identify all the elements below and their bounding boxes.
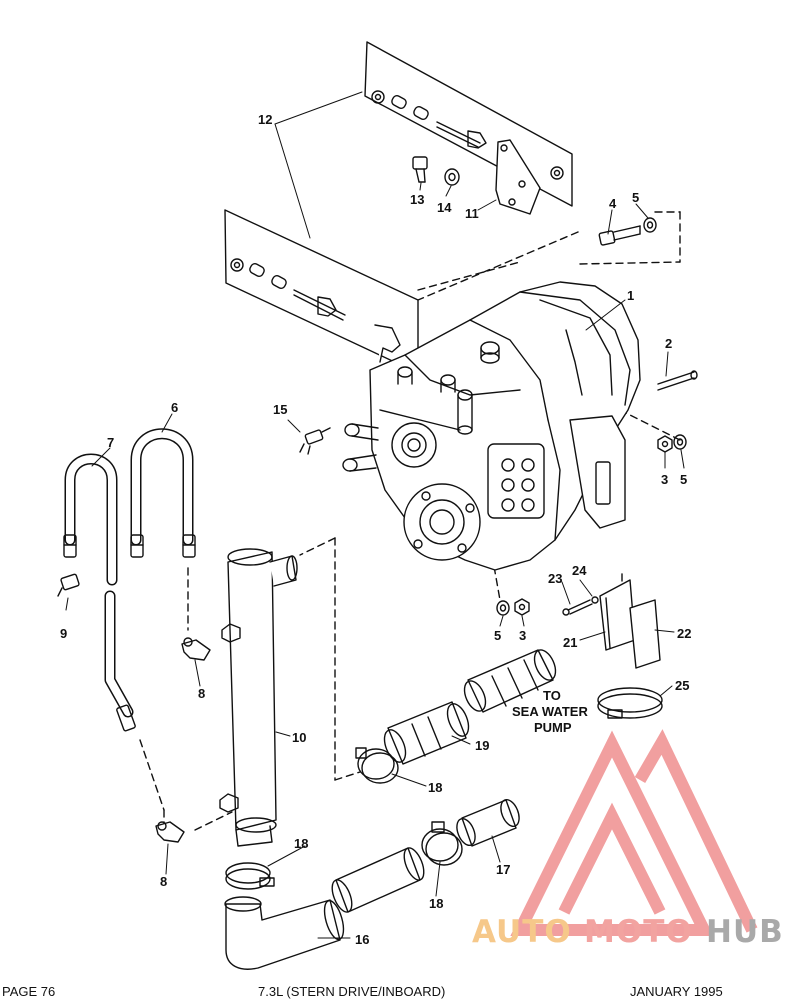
shield-icon	[599, 579, 636, 651]
port-icon	[391, 422, 437, 468]
fitting-icon	[480, 341, 500, 364]
sleeve-icon	[629, 599, 661, 669]
callout-16: 16	[355, 932, 369, 947]
elbow-fitting-icon	[155, 821, 185, 843]
callout-6: 6	[171, 400, 178, 415]
flange-icon	[403, 483, 481, 561]
lower-bracket-icon	[374, 324, 401, 363]
fitting-icon	[397, 366, 413, 385]
callout-5: 5	[680, 472, 687, 487]
callout-9: 9	[60, 626, 67, 641]
watermark-hub: HUB	[706, 914, 784, 950]
clamp-icon	[355, 747, 399, 784]
callout-25: 25	[675, 678, 689, 693]
stud-icon	[293, 289, 346, 321]
spacer-icon	[413, 106, 429, 120]
callout-8: 8	[160, 874, 167, 889]
callout-18: 18	[428, 780, 442, 795]
main-housing	[342, 281, 641, 571]
bracket-kit-panel-upper	[364, 41, 573, 207]
bolt-icon	[412, 156, 428, 183]
callout-14: 14	[437, 200, 452, 215]
callout-2: 2	[665, 336, 672, 351]
clamp-icon	[225, 862, 275, 890]
watermark-moto: MOTO	[584, 914, 693, 950]
washer-icon	[496, 600, 510, 616]
callout-8: 8	[198, 686, 205, 701]
watermark-auto: AUTO	[472, 914, 572, 950]
engine-bracket	[495, 139, 541, 215]
leader-lines	[65, 91, 685, 939]
fitting-icon	[57, 573, 80, 597]
spacer-icon	[391, 95, 407, 109]
callout-labels: 1 2 3 5 4 5 6 7 8 8 9 10 11 12 13 14 15 …	[60, 112, 691, 947]
nut-icon	[230, 258, 244, 272]
fitting-icon	[457, 389, 473, 435]
callout-15: 15	[273, 402, 287, 417]
callout-3: 3	[661, 472, 668, 487]
bolt-icon	[598, 225, 641, 246]
stud-icon	[344, 423, 379, 441]
nut-icon	[514, 598, 530, 616]
clamp-icon	[421, 821, 463, 866]
stud-icon	[436, 121, 487, 149]
u-hose-icon	[130, 428, 196, 558]
callout-3: 3	[519, 628, 526, 643]
callout-24: 24	[572, 563, 587, 578]
callout-18: 18	[294, 836, 308, 851]
note-line-1: TO	[543, 688, 561, 703]
corrugated-hose-icon	[383, 701, 470, 765]
callout-17: 17	[496, 862, 510, 877]
phantom-lines	[139, 211, 681, 831]
callout-21: 21	[563, 635, 577, 650]
tube-icon	[456, 798, 520, 847]
callout-10: 10	[292, 730, 306, 745]
callout-5: 5	[632, 190, 639, 205]
callout-4: 4	[609, 196, 617, 211]
watermark-text: AUTO MOTO HUB	[472, 914, 784, 950]
spacer-icon	[271, 275, 287, 289]
footer-date: JANUARY 1995	[630, 984, 723, 999]
hose-icon	[104, 590, 136, 732]
callout-22: 22	[677, 626, 691, 641]
clamp-icon	[597, 687, 663, 719]
screw-icon	[562, 599, 593, 616]
elbow-fitting-icon	[181, 637, 211, 661]
sensor-icon	[299, 427, 331, 455]
callout-5: 5	[494, 628, 501, 643]
watermark-logo	[510, 729, 758, 936]
hose-icon	[331, 847, 425, 913]
bracket-kit-panel-lower	[224, 209, 419, 374]
callout-18: 18	[429, 896, 443, 911]
washer-icon	[643, 217, 657, 233]
stud-icon	[342, 454, 377, 472]
nut-icon	[550, 166, 564, 180]
nut-icon	[657, 435, 673, 453]
elbow-hose-icon	[224, 896, 345, 970]
nut-icon	[371, 90, 385, 104]
spacer-icon	[249, 263, 265, 277]
callout-12: 12	[258, 112, 272, 127]
callout-11: 11	[465, 206, 479, 221]
washer-icon	[444, 168, 460, 186]
fitting-icon	[440, 374, 456, 393]
footer-model: 7.3L (STERN DRIVE/INBOARD)	[258, 984, 446, 999]
footer-page: PAGE 76	[2, 984, 56, 999]
callout-7: 7	[107, 435, 114, 450]
note-line-2: SEA WATER	[512, 704, 588, 719]
callout-23: 23	[548, 571, 562, 586]
bolt-block-icon	[487, 443, 545, 519]
u-hose-icon	[63, 453, 118, 586]
cooler-tube-icon	[219, 548, 298, 847]
stud-icon	[657, 370, 698, 391]
washer-icon	[673, 434, 687, 450]
washer-icon	[591, 596, 599, 604]
note-line-3: PUMP	[534, 720, 572, 735]
callout-19: 19	[475, 738, 489, 753]
callout-1: 1	[627, 288, 634, 303]
corrugated-hose-icon	[463, 649, 557, 713]
callout-13: 13	[410, 192, 424, 207]
